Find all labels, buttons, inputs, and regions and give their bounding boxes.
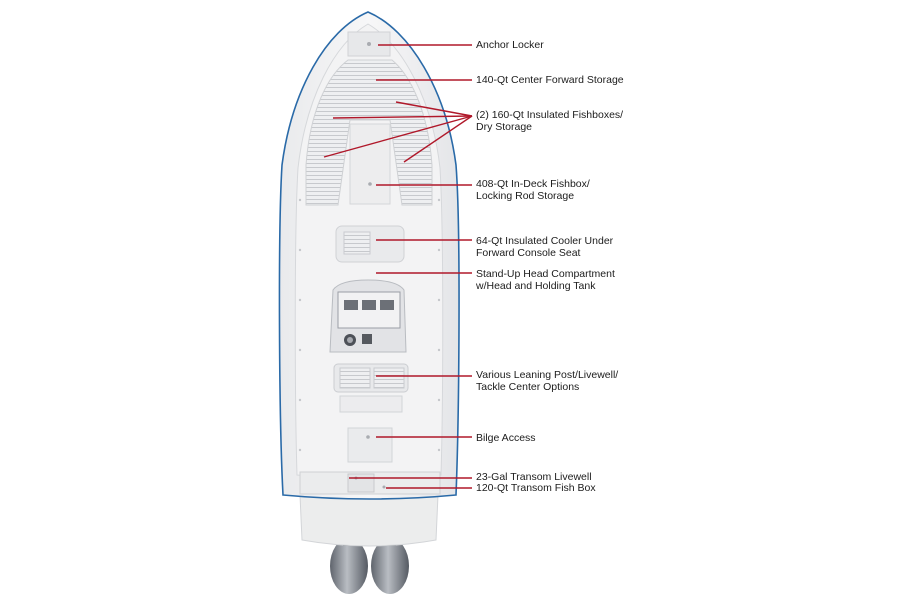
leader-fishbox-1 [395,101,473,117]
label-transom-fish-box: 120-Qt Transom Fish Box [476,482,596,494]
label-insulated-cooler: 64-Qt Insulated Cooler Under Forward Con… [476,235,614,259]
label-center-forward-storage: 140-Qt Center Forward Storage [476,74,624,86]
center-console [329,279,407,353]
bilge-access-hatch [347,427,393,463]
label-leaning-post-options: Various Leaning Post/Livewell/ Tackle Ce… [476,369,619,393]
outboard-motors [330,536,409,594]
in-deck-fishbox-hatch [349,123,391,205]
label-insulated-fishboxes: (2) 160-Qt Insulated Fishboxes/ Dry Stor… [476,109,624,133]
leader-lines [323,44,473,489]
label-head-compartment: Stand-Up Head Compartment w/Head and Hol… [476,268,615,292]
label-in-deck-fishbox: 408-Qt In-Deck Fishbox/ Locking Rod Stor… [476,178,590,202]
label-anchor-locker: Anchor Locker [476,39,544,51]
label-bilge-access: Bilge Access [476,432,536,444]
gunwale-fasteners [298,198,441,452]
label-transom-livewell: 23-Gal Transom Livewell [476,471,592,483]
bow-casting-deck [305,59,433,206]
swim-platform [299,494,439,547]
leader-fishbox-3 [323,115,473,158]
leader-fishbox-2 [332,115,473,119]
leader-fishbox-4 [403,115,473,163]
